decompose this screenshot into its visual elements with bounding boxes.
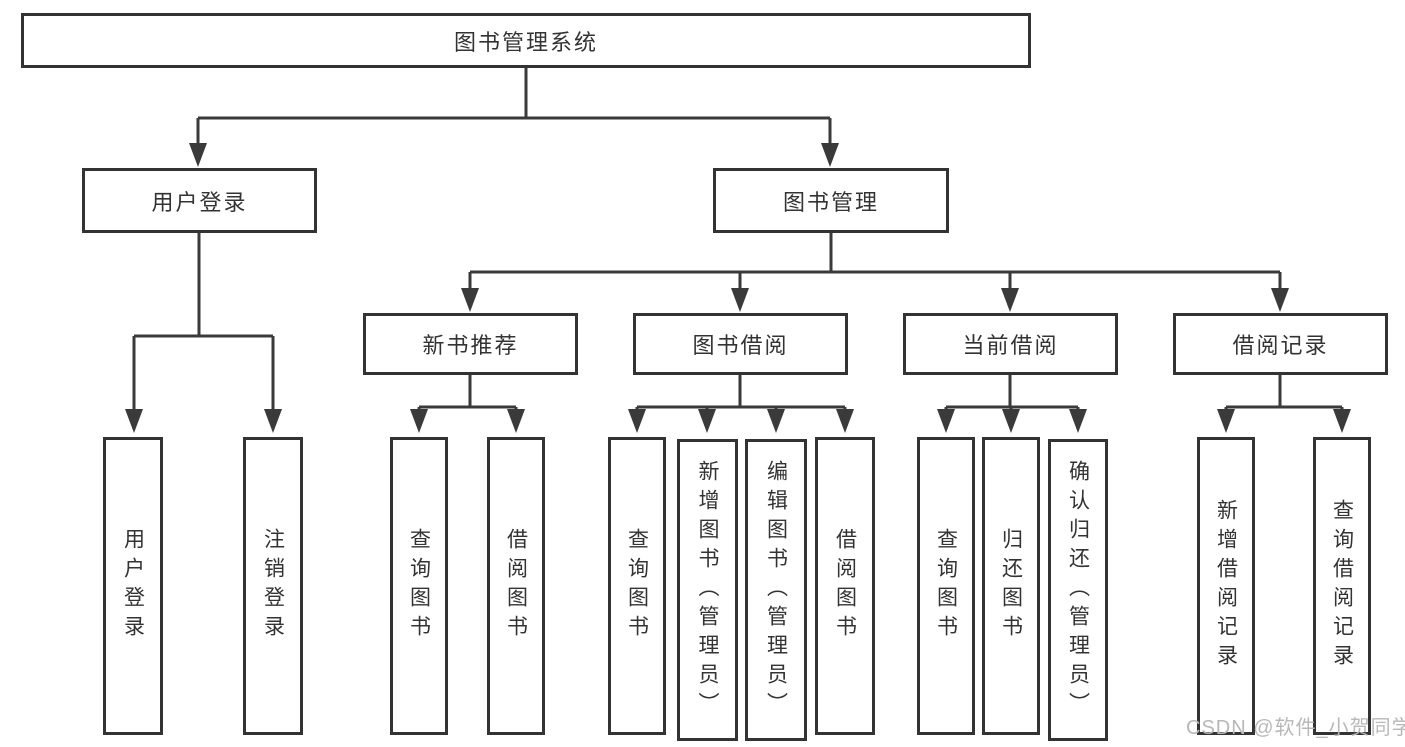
node-leaf-bor-query-books: 查询图书 bbox=[608, 437, 666, 735]
connector-line bbox=[635, 375, 847, 412]
node-book-borrow-label: 图书借阅 bbox=[692, 333, 789, 358]
node-leaf-user-login-label: 用户登录 bbox=[121, 528, 145, 644]
node-leaf-bor-query-books-label: 查询图书 bbox=[625, 528, 649, 644]
node-leaf-query-borrow-record-label: 查询借阅记录 bbox=[1330, 499, 1354, 673]
node-leaf-bor-borrow-books: 借阅图书 bbox=[815, 437, 875, 735]
arrowhead bbox=[836, 409, 854, 433]
connector-line bbox=[944, 375, 1080, 412]
book-borrow-connectors bbox=[628, 375, 854, 433]
arrowhead bbox=[410, 409, 428, 433]
node-leaf-cur-return-books: 归还图书 bbox=[982, 437, 1040, 735]
node-leaf-bor-add-books-admin: 新增图书（管理员） bbox=[677, 439, 738, 741]
node-root-label: 图书管理系统 bbox=[453, 29, 598, 55]
arrowhead bbox=[125, 409, 143, 433]
arrowhead bbox=[1001, 288, 1019, 312]
node-leaf-rec-query-books-label: 查询图书 bbox=[407, 528, 431, 644]
connector-line bbox=[417, 375, 518, 412]
arrowhead bbox=[731, 288, 749, 312]
arrowhead bbox=[461, 288, 479, 312]
node-leaf-rec-borrow-books-label: 借阅图书 bbox=[504, 528, 528, 644]
arrowhead bbox=[1002, 409, 1020, 433]
node-new-book-rec-label: 新书推荐 bbox=[422, 333, 519, 358]
borrow-records-connectors bbox=[1217, 375, 1351, 433]
node-leaf-bor-add-books-admin-label: 新增图书（管理员） bbox=[696, 459, 720, 721]
arrowhead bbox=[1271, 288, 1289, 312]
node-leaf-cur-confirm-return-admin: 确认归还（管理员） bbox=[1048, 439, 1108, 741]
connector-line bbox=[196, 68, 832, 146]
arrowhead bbox=[1217, 409, 1235, 433]
node-leaf-cur-query-books: 查询图书 bbox=[917, 437, 975, 735]
node-leaf-cur-confirm-return-admin-label: 确认归还（管理员） bbox=[1066, 459, 1090, 721]
node-book-borrow: 图书借阅 bbox=[633, 313, 848, 375]
arrowhead bbox=[937, 409, 955, 433]
connector-line bbox=[132, 233, 275, 412]
arrowhead bbox=[821, 143, 839, 167]
node-book-mgmt-branch-label: 图书管理 bbox=[782, 189, 879, 215]
node-borrow-records-label: 借阅记录 bbox=[1232, 333, 1329, 358]
node-leaf-add-borrow-record-label: 新增借阅记录 bbox=[1214, 499, 1238, 673]
node-leaf-add-borrow-record: 新增借阅记录 bbox=[1197, 437, 1255, 735]
arrowhead bbox=[767, 409, 785, 433]
root-connectors bbox=[189, 68, 839, 167]
arrowhead bbox=[1069, 409, 1087, 433]
arrowhead bbox=[1333, 409, 1351, 433]
node-root: 图书管理系统 bbox=[21, 13, 1031, 68]
node-leaf-bor-edit-books-admin: 编辑图书（管理员） bbox=[745, 439, 807, 741]
node-borrow-records: 借阅记录 bbox=[1173, 313, 1388, 375]
node-user-login-branch: 用户登录 bbox=[82, 168, 317, 233]
node-current-borrow-label: 当前借阅 bbox=[962, 333, 1059, 358]
node-leaf-user-login: 用户登录 bbox=[103, 437, 163, 735]
node-leaf-cur-query-books-label: 查询图书 bbox=[934, 528, 958, 644]
current-borrow-connectors bbox=[937, 375, 1087, 433]
node-leaf-rec-query-books: 查询图书 bbox=[390, 437, 448, 735]
node-leaf-rec-borrow-books: 借阅图书 bbox=[487, 437, 545, 735]
arrowhead bbox=[698, 409, 716, 433]
node-leaf-logout-label: 注销登录 bbox=[261, 528, 285, 644]
arrowhead bbox=[507, 409, 525, 433]
connector-line bbox=[1224, 375, 1344, 412]
node-book-mgmt-branch: 图书管理 bbox=[713, 168, 949, 233]
watermark-text: CSDN @软件_小贺同学 bbox=[1186, 717, 1405, 739]
book-mgmt-connectors bbox=[461, 233, 1289, 312]
node-leaf-query-borrow-record: 查询借阅记录 bbox=[1313, 437, 1371, 735]
arrowhead bbox=[189, 143, 207, 167]
node-current-borrow: 当前借阅 bbox=[903, 313, 1118, 375]
node-user-login-branch-label: 用户登录 bbox=[151, 189, 248, 215]
connector-line bbox=[468, 233, 1282, 291]
node-leaf-cur-return-books-label: 归还图书 bbox=[999, 528, 1023, 644]
node-leaf-bor-edit-books-admin-label: 编辑图书（管理员） bbox=[764, 459, 788, 721]
node-leaf-logout: 注销登录 bbox=[243, 437, 303, 735]
node-leaf-bor-borrow-books-label: 借阅图书 bbox=[833, 528, 857, 644]
arrowhead bbox=[264, 409, 282, 433]
user-login-connectors bbox=[125, 233, 282, 433]
arrowhead bbox=[628, 409, 646, 433]
new-book-rec-connectors bbox=[410, 375, 525, 433]
node-new-book-rec: 新书推荐 bbox=[363, 313, 578, 375]
